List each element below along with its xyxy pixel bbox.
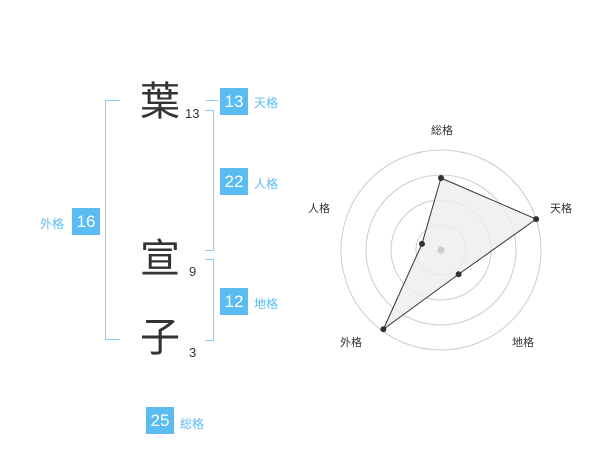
chikaku-value: 12 bbox=[220, 288, 248, 315]
radar-label-gaikaku: 外格 bbox=[340, 335, 362, 349]
stroke-count-1: 13 bbox=[185, 106, 200, 121]
soukaku-label: 総格 bbox=[180, 417, 205, 431]
gaikaku-value: 16 bbox=[72, 208, 100, 235]
name-char-1: 葉 bbox=[140, 79, 180, 125]
jinkaku-value: 22 bbox=[220, 168, 248, 195]
outer-bracket bbox=[105, 100, 120, 340]
soukaku-value: 25 bbox=[146, 407, 174, 434]
radar-ring bbox=[340, 149, 542, 351]
radar-center-dot bbox=[437, 246, 445, 254]
stroke-count-3: 3 bbox=[189, 345, 197, 360]
jinkaku-bracket bbox=[205, 110, 214, 251]
radar-points bbox=[380, 175, 540, 333]
radar-point-0 bbox=[438, 175, 444, 181]
radar-label-jinkaku: 人格 bbox=[308, 201, 330, 215]
radar-label-chikaku: 地格 bbox=[512, 335, 534, 349]
radar-point-3 bbox=[380, 326, 387, 333]
tenkaku-label: 天格 bbox=[254, 96, 279, 110]
name-char-3: 子 bbox=[140, 315, 180, 361]
chikaku-bracket bbox=[205, 259, 214, 341]
chikaku-label: 地格 bbox=[254, 297, 279, 311]
radar-polygon bbox=[382, 177, 538, 331]
tenkaku-value: 13 bbox=[220, 88, 248, 115]
jinkaku-label: 人格 bbox=[254, 177, 279, 191]
radar-point-2 bbox=[455, 271, 462, 278]
name-char-2: 宣 bbox=[140, 236, 180, 282]
radar-point-4 bbox=[418, 240, 425, 247]
radar-label-soukaku: 総格 bbox=[431, 123, 453, 137]
stroke-count-2: 9 bbox=[189, 264, 197, 279]
gaikaku-label: 外格 bbox=[40, 217, 65, 231]
radar-point-1 bbox=[533, 216, 540, 223]
fortune-radar-chart: 総格 天格 地格 外格 人格 bbox=[308, 123, 572, 351]
tenkaku-bracket bbox=[206, 100, 218, 101]
radar-label-tenkaku: 天格 bbox=[550, 201, 572, 215]
